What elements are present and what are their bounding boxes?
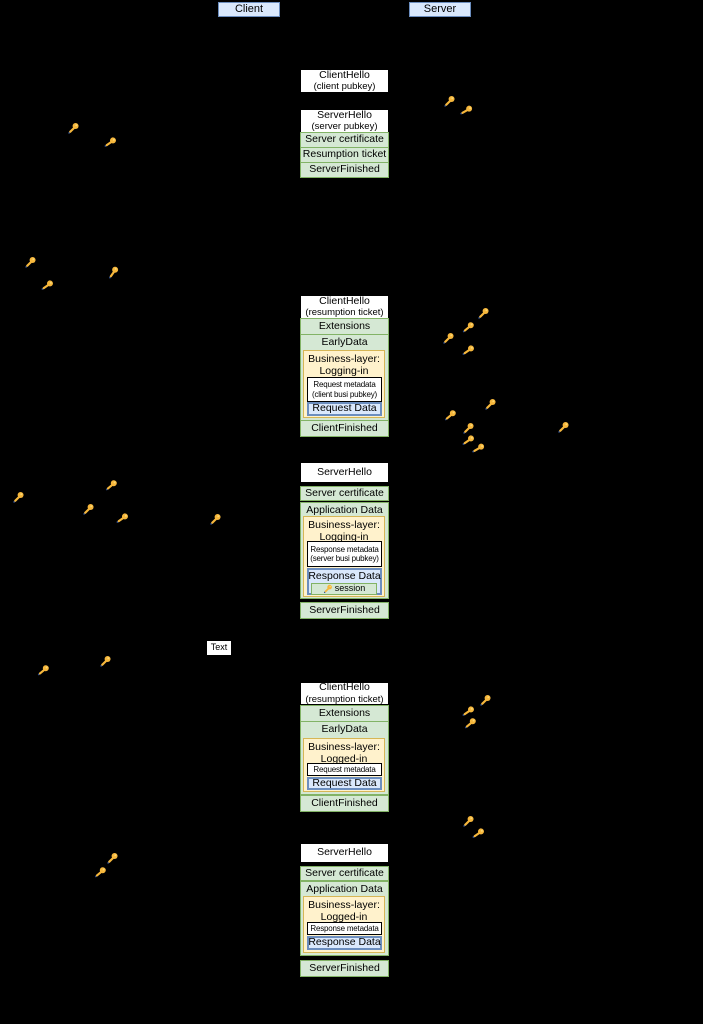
box-response-metadata: Response metadata (server busi pubkey) xyxy=(307,541,382,567)
row-server-certificate: Server certificate xyxy=(300,132,389,148)
box-request-data: Request Data xyxy=(307,777,382,790)
business-label-2: Logging-in xyxy=(319,530,369,543)
box-request-data: Request Data xyxy=(307,402,382,416)
key-icon xyxy=(102,134,117,149)
key-icon xyxy=(462,815,475,828)
key-icon xyxy=(209,513,222,526)
key-icon xyxy=(105,264,120,279)
key-icon xyxy=(443,95,456,108)
row-extensions: Extensions xyxy=(300,318,389,335)
msg-clienthello-resumption-1: ClientHello (resumption ticket) xyxy=(300,295,389,319)
row-serverfinished: ServerFinished xyxy=(300,602,389,619)
msg-serverhello-3: ServerHello xyxy=(300,843,389,863)
business-label-2: Logging-in xyxy=(319,364,369,377)
box-response-data: Response Data xyxy=(307,936,382,950)
key-icon xyxy=(462,422,475,435)
response-data-label: Response Data xyxy=(308,570,381,582)
key-icon xyxy=(479,694,492,707)
key-icon xyxy=(460,342,475,357)
key-icon xyxy=(477,307,490,320)
box-request-metadata: Request metadata (client busi pubkey) xyxy=(307,377,382,402)
key-icon xyxy=(82,503,95,516)
actor-client: Client xyxy=(218,2,280,17)
key-icon xyxy=(24,256,37,269)
msg-clienthello-initial: ClientHello (client pubkey) xyxy=(300,69,389,93)
text-label: Text xyxy=(207,641,231,655)
key-icon xyxy=(104,478,118,492)
container-label: Application Data xyxy=(306,504,383,516)
msg-title: ClientHello xyxy=(319,681,370,693)
key-icon xyxy=(67,122,80,135)
msg-subtitle: (server pubkey) xyxy=(311,121,378,132)
msg-serverhello-initial: ServerHello (server pubkey) xyxy=(300,109,389,133)
key-icon xyxy=(36,663,50,677)
key-icon xyxy=(323,584,333,594)
business-label-1: Business-layer: xyxy=(308,899,380,911)
row-resumption-ticket: Resumption ticket xyxy=(300,147,389,163)
msg-title: ClientHello xyxy=(319,294,370,307)
actor-client-label: Client xyxy=(234,2,264,15)
key-icon xyxy=(12,491,25,504)
business-label-2: Logged-in xyxy=(320,910,368,923)
business-label-2: Logged-in xyxy=(320,752,368,765)
meta-line-1: Request metadata xyxy=(313,380,376,389)
key-icon xyxy=(442,332,455,345)
container-label: EarlyData xyxy=(321,723,368,735)
business-label-1: Business-layer: xyxy=(308,353,380,365)
row-server-certificate: Server certificate xyxy=(300,866,389,881)
meta-line-1: Response metadata xyxy=(310,544,379,554)
row-clientfinished: ClientFinished xyxy=(300,420,389,437)
session-label: session xyxy=(334,583,366,594)
key-icon xyxy=(458,102,474,118)
msg-clienthello-resumption-2: ClientHello (resumption ticket) xyxy=(300,681,389,705)
box-request-metadata: Request metadata xyxy=(307,763,382,776)
key-icon xyxy=(460,432,475,447)
row-serverfinished: ServerFinished xyxy=(300,162,389,178)
msg-title: ClientHello xyxy=(319,68,370,81)
msg-subtitle: (resumption ticket) xyxy=(305,307,384,318)
row-server-certificate: Server certificate xyxy=(300,486,389,501)
meta-line-2: (server busi pubkey) xyxy=(310,554,379,563)
key-icon xyxy=(484,398,497,411)
actor-server-label: Server xyxy=(423,2,457,15)
session-key-chip: session xyxy=(311,583,377,595)
key-icon xyxy=(461,320,475,334)
box-response-metadata: Response metadata xyxy=(307,922,382,935)
container-label: Application Data xyxy=(306,883,383,895)
key-icon xyxy=(114,510,129,525)
msg-subtitle: (client pubkey) xyxy=(313,81,376,92)
row-clientfinished: ClientFinished xyxy=(300,795,389,812)
key-icon xyxy=(460,703,475,718)
key-icon xyxy=(463,716,477,730)
container-label: EarlyData xyxy=(321,336,368,348)
business-label-1: Business-layer: xyxy=(308,741,380,753)
msg-subtitle: (resumption ticket) xyxy=(305,693,384,705)
msg-serverhello-2: ServerHello xyxy=(300,462,389,483)
business-label-1: Business-layer: xyxy=(308,519,380,531)
msg-title: ServerHello xyxy=(317,108,372,121)
actor-server: Server xyxy=(409,2,471,17)
key-icon xyxy=(470,440,486,456)
key-icon xyxy=(106,852,119,865)
key-icon xyxy=(443,408,457,422)
key-icon xyxy=(39,277,54,292)
key-icon xyxy=(99,655,112,668)
key-icon xyxy=(557,421,570,434)
key-icon xyxy=(470,825,485,840)
meta-line-2: (client busi pubkey) xyxy=(312,389,377,399)
row-extensions: Extensions xyxy=(300,705,389,722)
row-serverfinished: ServerFinished xyxy=(300,960,389,977)
key-icon xyxy=(93,865,107,879)
